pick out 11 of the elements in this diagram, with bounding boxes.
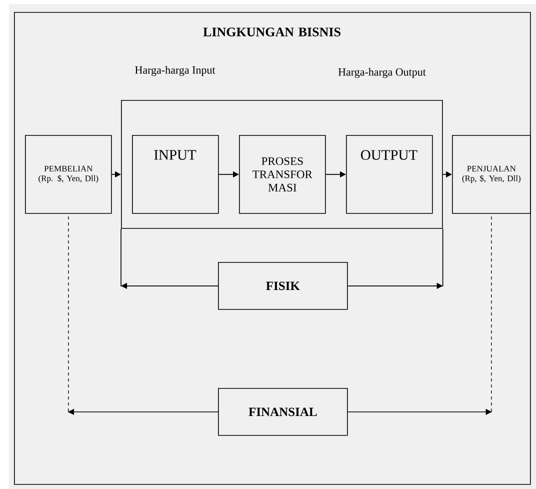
price-label: Harga-harga Input bbox=[135, 66, 216, 76]
process-box: FISIK bbox=[218, 262, 348, 310]
arrow bbox=[120, 228, 218, 290]
process-box: PEMBELIAN (Rp. $, Yen, Dll) bbox=[25, 135, 112, 214]
price-label: Harga-harga Output bbox=[338, 68, 426, 78]
process-box bbox=[121, 100, 443, 229]
process-box: PENJUALAN (Rp, $, Yen, Dll) bbox=[452, 135, 531, 214]
process-box: OUTPUT bbox=[346, 135, 433, 214]
process-box: FINANSIAL bbox=[218, 388, 348, 436]
process-box: INPUT bbox=[132, 135, 219, 214]
process-box: PROSES TRANSFOR MASI bbox=[239, 135, 326, 214]
